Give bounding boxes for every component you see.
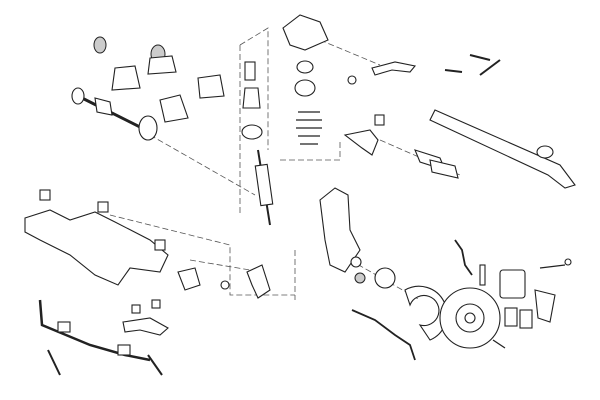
shock-absorber [254,163,274,207]
sensor [479,264,486,286]
spring-seat [294,79,316,97]
cv-boot [159,94,189,123]
lower-link [246,264,271,299]
brake-caliper [499,269,526,299]
wear-sensor [539,264,566,269]
steering-rack [429,109,576,189]
mount [154,239,166,251]
dust-shield [404,285,448,341]
bolt [492,339,506,349]
bracket [177,267,201,291]
steering [414,54,576,189]
tie-rod-end [469,54,491,61]
mount [39,189,51,201]
strut-mount [241,124,263,140]
abs-sensor-cable [351,309,416,361]
cv-boot [111,65,141,91]
caliper-bracket [534,289,556,323]
tie-rod [479,59,501,76]
rack-boot [429,159,459,179]
brake-parts [351,239,572,361]
cv-joint [93,36,107,54]
bushing [57,321,71,333]
brake-hose [454,239,473,276]
control-arms-upper [343,61,417,156]
cv-boot [197,74,225,99]
dust-boot [242,87,261,109]
subframe [24,189,169,286]
cv-boot [147,55,177,75]
drop-link [147,354,163,376]
brake-pad [504,307,518,327]
lower-arm [122,317,169,336]
guide-arm [343,129,379,156]
tie-rod-end [444,69,463,73]
brake-pad [519,309,533,329]
drop-link [47,349,61,376]
coil-spring [296,111,322,145]
bump-stop [244,61,256,81]
mount [97,201,109,213]
lower-arms [122,264,271,336]
upper-arm [371,61,417,76]
hub [374,267,396,289]
wheel-hub [354,267,506,349]
top-mount [282,14,329,51]
strut-assembly [241,14,329,226]
drive-shaft [71,87,158,141]
anti-roll-bar [38,299,163,376]
bearing [296,60,314,74]
bushing [117,344,131,356]
steering-knuckle [319,187,362,273]
cv-boots [93,36,225,123]
